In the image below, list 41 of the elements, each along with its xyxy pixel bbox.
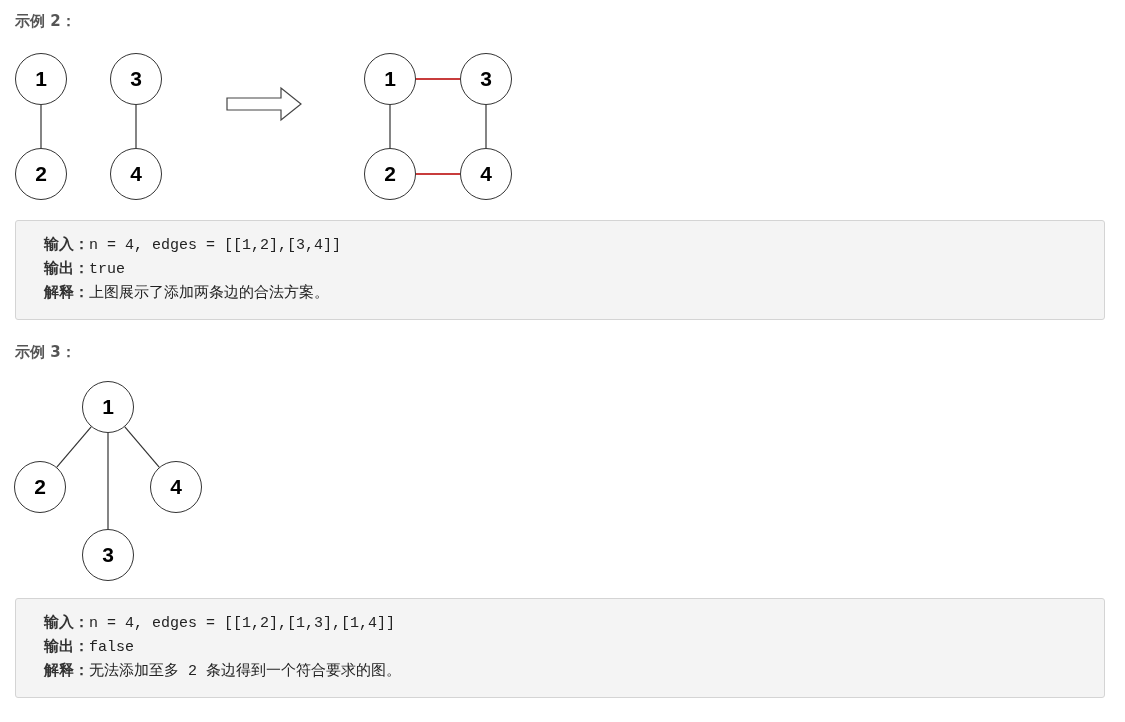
graph-edge	[416, 172, 460, 176]
vertex-circle	[110, 148, 162, 200]
vertex-number: 2	[35, 162, 47, 186]
vertex-number: 3	[102, 543, 114, 567]
graph-edge	[135, 104, 137, 149]
vertex-circle	[110, 53, 162, 105]
graph-edge	[485, 104, 487, 149]
example-heading: 示例 3：	[15, 343, 76, 362]
code-text-line: 解释：无法添加至多 2 条边得到一个符合要求的图。	[44, 661, 401, 680]
graph-edge	[416, 77, 460, 81]
vertex-circle	[460, 53, 512, 105]
vertex-number: 4	[130, 162, 142, 186]
vertex-number: 4	[170, 475, 182, 499]
code-text-line: 输入：n = 4, edges = [[1,2],[3,4]]	[44, 235, 342, 254]
vertex-circle	[82, 381, 134, 433]
example-heading: 示例 2：	[15, 12, 76, 31]
vertex-number: 4	[480, 162, 492, 186]
vertex-circle	[14, 461, 66, 513]
code-text-line: 输出：false	[44, 637, 134, 656]
vertex-number: 2	[384, 162, 396, 186]
vertex-circle	[82, 529, 134, 581]
vertex-circle	[150, 461, 202, 513]
graph-edge	[389, 104, 391, 149]
vertex-circle	[460, 148, 512, 200]
vertex-number: 1	[102, 395, 114, 419]
vertex-number: 1	[35, 67, 47, 91]
vertex-number: 2	[34, 475, 46, 499]
graph-edge	[56, 426, 92, 468]
code-text-line: 输出：true	[44, 259, 125, 278]
vertex-number: 1	[384, 67, 396, 91]
vertex-circle	[364, 53, 416, 105]
graph-edge	[107, 432, 109, 530]
vertex-circle	[15, 53, 67, 105]
code-text-line: 输入：n = 4, edges = [[1,2],[1,3],[1,4]]	[44, 613, 396, 632]
graph-edge	[40, 104, 42, 149]
vertex-number: 3	[130, 67, 142, 91]
vertex-number: 3	[480, 67, 492, 91]
vertex-circle	[364, 148, 416, 200]
graph-edge	[124, 426, 160, 468]
vertex-circle	[15, 148, 67, 200]
code-text-line: 解释：上图展示了添加两条边的合法方案。	[44, 283, 329, 302]
